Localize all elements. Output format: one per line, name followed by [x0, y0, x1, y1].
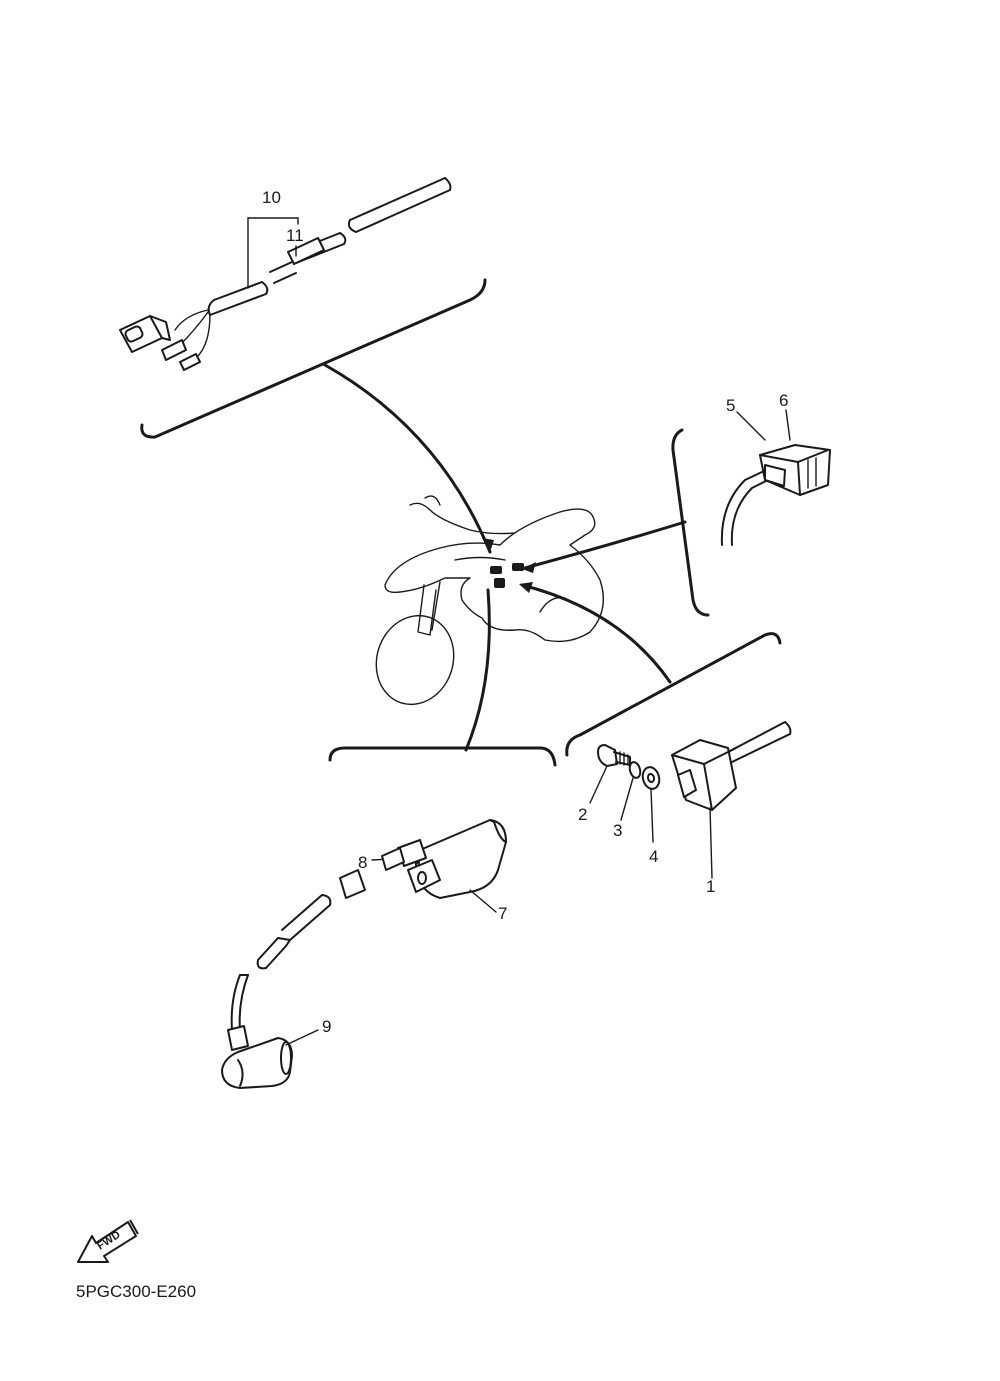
callout-2: 2 [578, 805, 587, 824]
callout-8: 8 [358, 853, 367, 872]
callout-5: 5 [726, 396, 735, 415]
callout-3: 3 [613, 821, 622, 840]
callout-7: 7 [498, 904, 507, 923]
relay-part-5-6 [720, 444, 831, 546]
panel-frame-wire-harness [140, 278, 487, 439]
motorcycle-outline [375, 495, 604, 706]
panel-frame-cdi [565, 632, 782, 757]
lock-washer-part-3 [628, 761, 642, 779]
leader-lines [323, 363, 687, 752]
cdi-unit-part-1 [671, 721, 792, 811]
washer-part-4 [641, 766, 661, 790]
plug-cap-part-9 [221, 869, 366, 1089]
callout-10-leader [247, 217, 299, 289]
callout-9: 9 [322, 1017, 331, 1036]
callout-9-leader [285, 1029, 319, 1046]
callout-4: 4 [649, 847, 658, 866]
callout-6: 6 [779, 391, 788, 410]
fwd-arrow-icon: FWD [77, 1219, 139, 1263]
diagram-code: 5PGC300-E260 [76, 1282, 196, 1301]
cdi-location-marker [512, 563, 524, 571]
callout-1: 1 [706, 877, 715, 896]
callout-7-leader [469, 889, 497, 913]
panel-frame-ignition [328, 746, 557, 767]
callout-11: 11 [286, 226, 304, 245]
relay-location-marker [490, 566, 502, 574]
screw-part-2 [597, 744, 631, 767]
panel-frame-relay [671, 428, 710, 617]
wire-harness-part-10 [119, 177, 452, 371]
ignition-coil-part-7 [381, 819, 507, 899]
callout-10: 10 [262, 188, 281, 207]
callout-5-6-leaders [736, 409, 791, 441]
callout-1-4-leaders [589, 765, 713, 879]
coil-location-marker [494, 578, 505, 588]
